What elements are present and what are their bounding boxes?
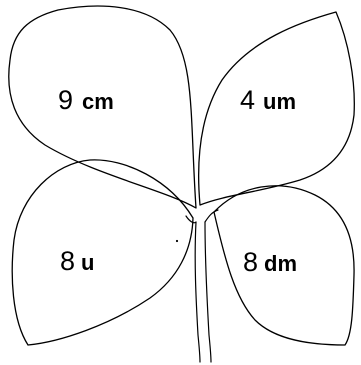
stray-dot [176,240,178,242]
stem-left-line [195,222,200,362]
leaf-bottom-left [12,160,193,345]
stem-top-cap [186,210,218,223]
stem-right-line [205,222,211,362]
